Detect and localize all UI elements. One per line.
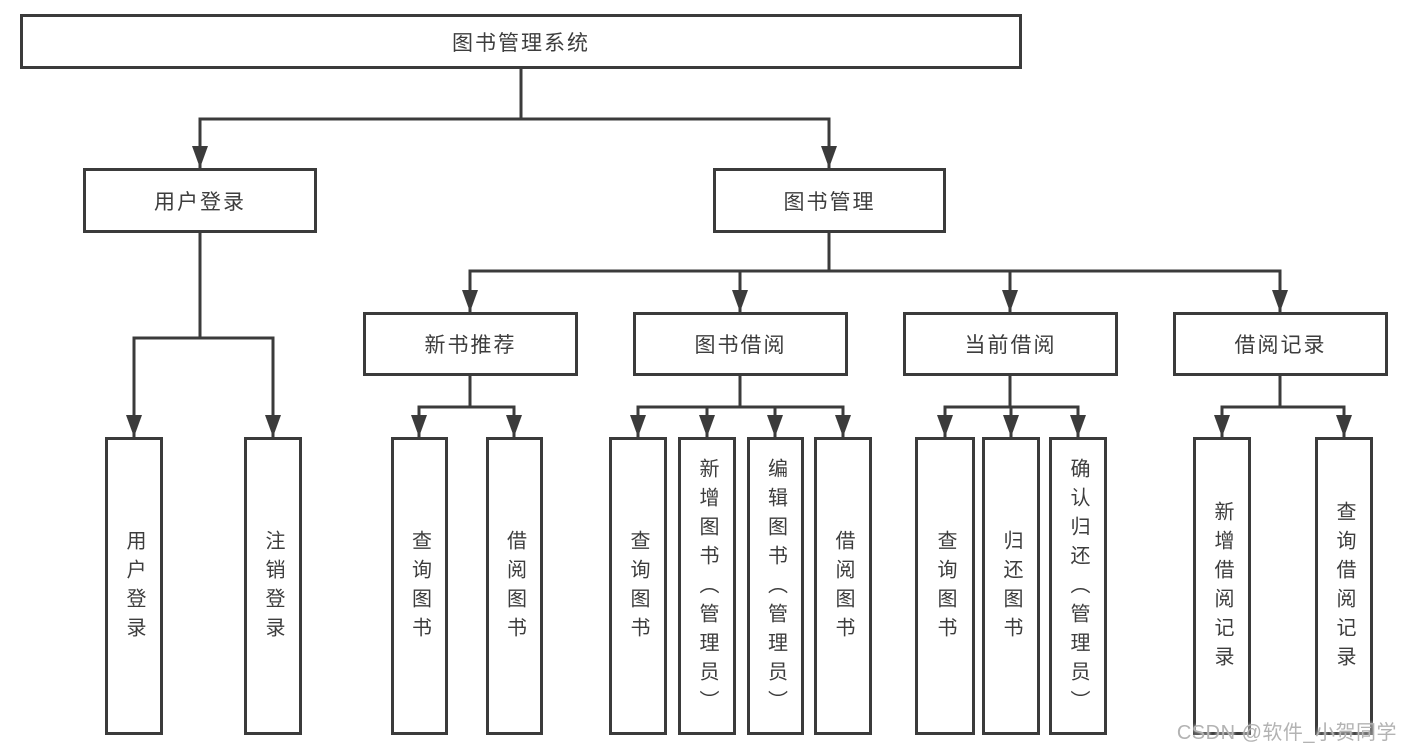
node-borrow-edit-books-admin: 编辑图书（管理员） (747, 437, 804, 735)
edges-borrow-records (1214, 376, 1352, 437)
node-borrow-search-books: 查询图书 (609, 437, 667, 735)
edges-root (192, 69, 837, 168)
node-records-add-record: 新增借阅记录 (1193, 437, 1251, 735)
csdn-watermark: CSDN @软件_小贺同学 (1176, 722, 1397, 744)
edges-current-borrow (937, 376, 1086, 437)
edges-book-management (462, 233, 1288, 312)
node-user-login-action: 用户登录 (105, 437, 163, 735)
node-current-borrow: 当前借阅 (903, 312, 1118, 376)
edges-user-login (126, 233, 281, 437)
node-current-search-books: 查询图书 (915, 437, 975, 735)
node-book-management: 图书管理 (713, 168, 946, 233)
edges-book-borrow (630, 376, 851, 437)
edges-new-book-recommend (411, 376, 522, 437)
node-borrow-records: 借阅记录 (1173, 312, 1388, 376)
node-logout-action: 注销登录 (244, 437, 302, 735)
node-current-return-books: 归还图书 (982, 437, 1040, 735)
node-book-borrow: 图书借阅 (633, 312, 848, 376)
node-current-confirm-return-admin: 确认归还（管理员） (1049, 437, 1107, 735)
node-recommend-borrow-books: 借阅图书 (486, 437, 543, 735)
node-user-login: 用户登录 (83, 168, 317, 233)
node-borrow-add-books-admin: 新增图书（管理员） (678, 437, 736, 735)
node-records-search-record: 查询借阅记录 (1315, 437, 1373, 735)
node-borrow-borrow-books: 借阅图书 (814, 437, 872, 735)
node-new-book-recommend: 新书推荐 (363, 312, 578, 376)
node-root-system: 图书管理系统 (20, 14, 1022, 69)
node-recommend-search-books: 查询图书 (391, 437, 448, 735)
